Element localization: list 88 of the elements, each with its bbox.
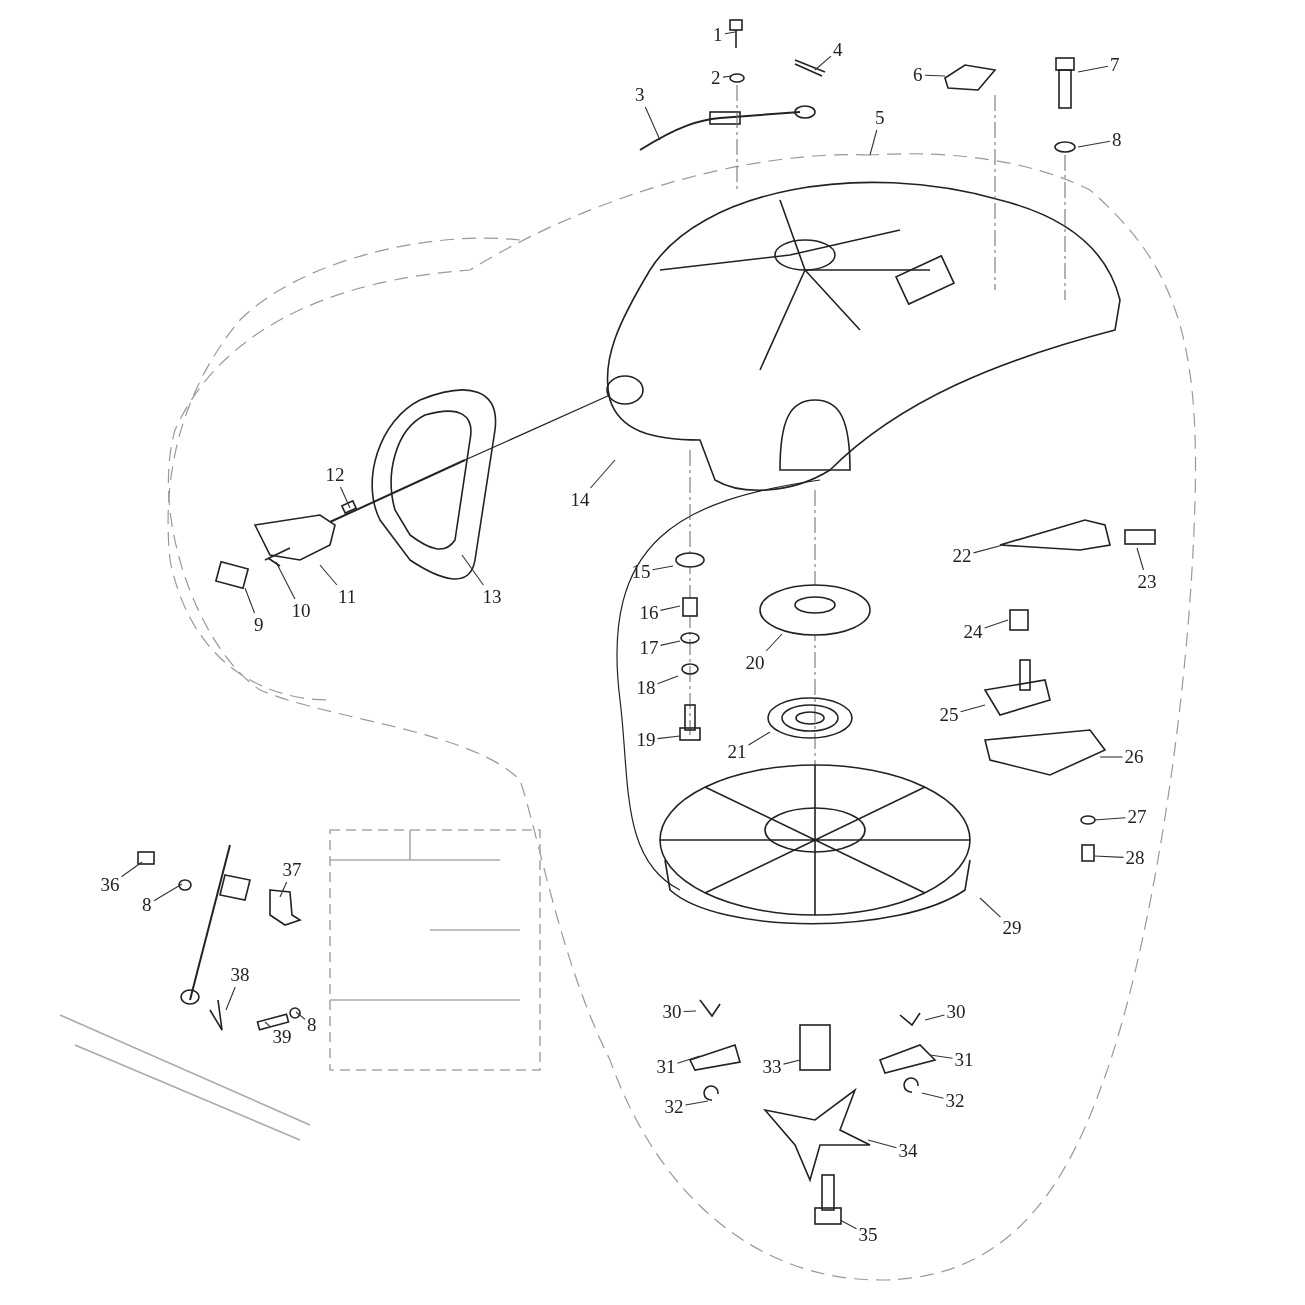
callout-number: 36 <box>100 875 120 895</box>
callout-number: 23 <box>1137 572 1157 592</box>
callout-number: 28 <box>1125 848 1145 868</box>
leader-line <box>153 883 183 902</box>
leader-line <box>1093 817 1127 821</box>
leader-line <box>659 640 681 646</box>
leader-line <box>869 129 878 156</box>
callout-number: 15 <box>631 562 651 582</box>
callout-number: 13 <box>482 587 502 607</box>
leader-line <box>244 587 256 614</box>
callout-number: 39 <box>272 1027 292 1047</box>
callout-number: 22 <box>952 546 972 566</box>
callout-number: 35 <box>858 1225 878 1245</box>
callout-number: 6 <box>913 65 923 85</box>
callout-number: 18 <box>636 678 656 698</box>
leader-line <box>682 1010 697 1013</box>
callout-number: 8 <box>307 1015 317 1035</box>
callout-number: 12 <box>325 465 345 485</box>
leader-line <box>839 1219 858 1230</box>
leader-line <box>275 561 296 600</box>
callout-number: 30 <box>662 1002 682 1022</box>
leader-line <box>814 55 832 71</box>
callout-number: 16 <box>639 603 659 623</box>
leader-line <box>929 1054 954 1059</box>
leader-line <box>656 675 679 685</box>
callout-number: 30 <box>946 1002 966 1022</box>
callout-number: 31 <box>954 1050 974 1070</box>
leader-line <box>747 731 771 746</box>
callout-number: 17 <box>639 638 659 658</box>
leader-line <box>983 619 1009 629</box>
callout-number: 9 <box>254 615 264 635</box>
leader-line <box>1099 756 1124 758</box>
leader-line <box>656 735 681 740</box>
callout-number: 19 <box>636 730 656 750</box>
leader-line <box>979 897 1002 918</box>
callout-number: 21 <box>727 742 747 762</box>
leader-line <box>782 1059 801 1065</box>
callout-number: 38 <box>230 965 250 985</box>
leader-line <box>867 1139 898 1149</box>
callout-number: 25 <box>939 705 959 725</box>
callout-number: 11 <box>338 587 357 607</box>
leader-line <box>959 704 986 713</box>
leader-line <box>765 633 783 652</box>
callout-number: 8 <box>1112 130 1122 150</box>
callout-number: 14 <box>570 490 590 510</box>
callout-number: 34 <box>898 1141 918 1161</box>
callout-number: 3 <box>635 85 645 105</box>
leader-line <box>319 564 338 586</box>
callout-number: 31 <box>656 1057 676 1077</box>
callout-number: 2 <box>711 68 721 88</box>
leader-line <box>651 565 674 571</box>
leader-line <box>461 554 484 586</box>
callout-number: 32 <box>664 1097 684 1117</box>
callout-number: 20 <box>745 653 765 673</box>
callout-number: 32 <box>945 1091 965 1111</box>
leader-line <box>684 1100 709 1106</box>
leader-line <box>924 1014 946 1021</box>
leader-line <box>722 75 733 78</box>
leader-line <box>924 74 946 77</box>
callout-number: 37 <box>282 860 302 880</box>
leader-line <box>589 459 616 489</box>
leader-line <box>1077 65 1109 73</box>
callout-number: 1 <box>713 25 723 45</box>
callout-number: 26 <box>1124 747 1144 767</box>
callout-number: 33 <box>762 1057 782 1077</box>
callout-number: 4 <box>833 40 843 60</box>
leader-line <box>339 486 351 509</box>
leader-line <box>676 1055 701 1064</box>
callout-number: 8 <box>142 895 152 915</box>
callout-number: 7 <box>1110 55 1120 75</box>
leader-line <box>225 986 236 1011</box>
callout-number: 29 <box>1002 918 1022 938</box>
callout-number: 27 <box>1127 807 1147 827</box>
leader-line <box>1136 547 1145 571</box>
leader-line <box>295 1011 306 1020</box>
leader-line <box>279 881 288 898</box>
callout-number: 24 <box>963 622 983 642</box>
leader-line <box>921 1092 945 1099</box>
callout-number: 5 <box>875 108 885 128</box>
leader-line <box>1077 140 1111 148</box>
leader-line <box>264 1021 272 1028</box>
leader-line <box>659 605 681 611</box>
leader-line <box>1093 855 1125 858</box>
callout-number: 10 <box>291 601 311 621</box>
leader-line <box>120 861 143 878</box>
leader-line <box>972 544 1004 554</box>
leader-line <box>724 31 736 35</box>
leader-line <box>644 106 661 141</box>
